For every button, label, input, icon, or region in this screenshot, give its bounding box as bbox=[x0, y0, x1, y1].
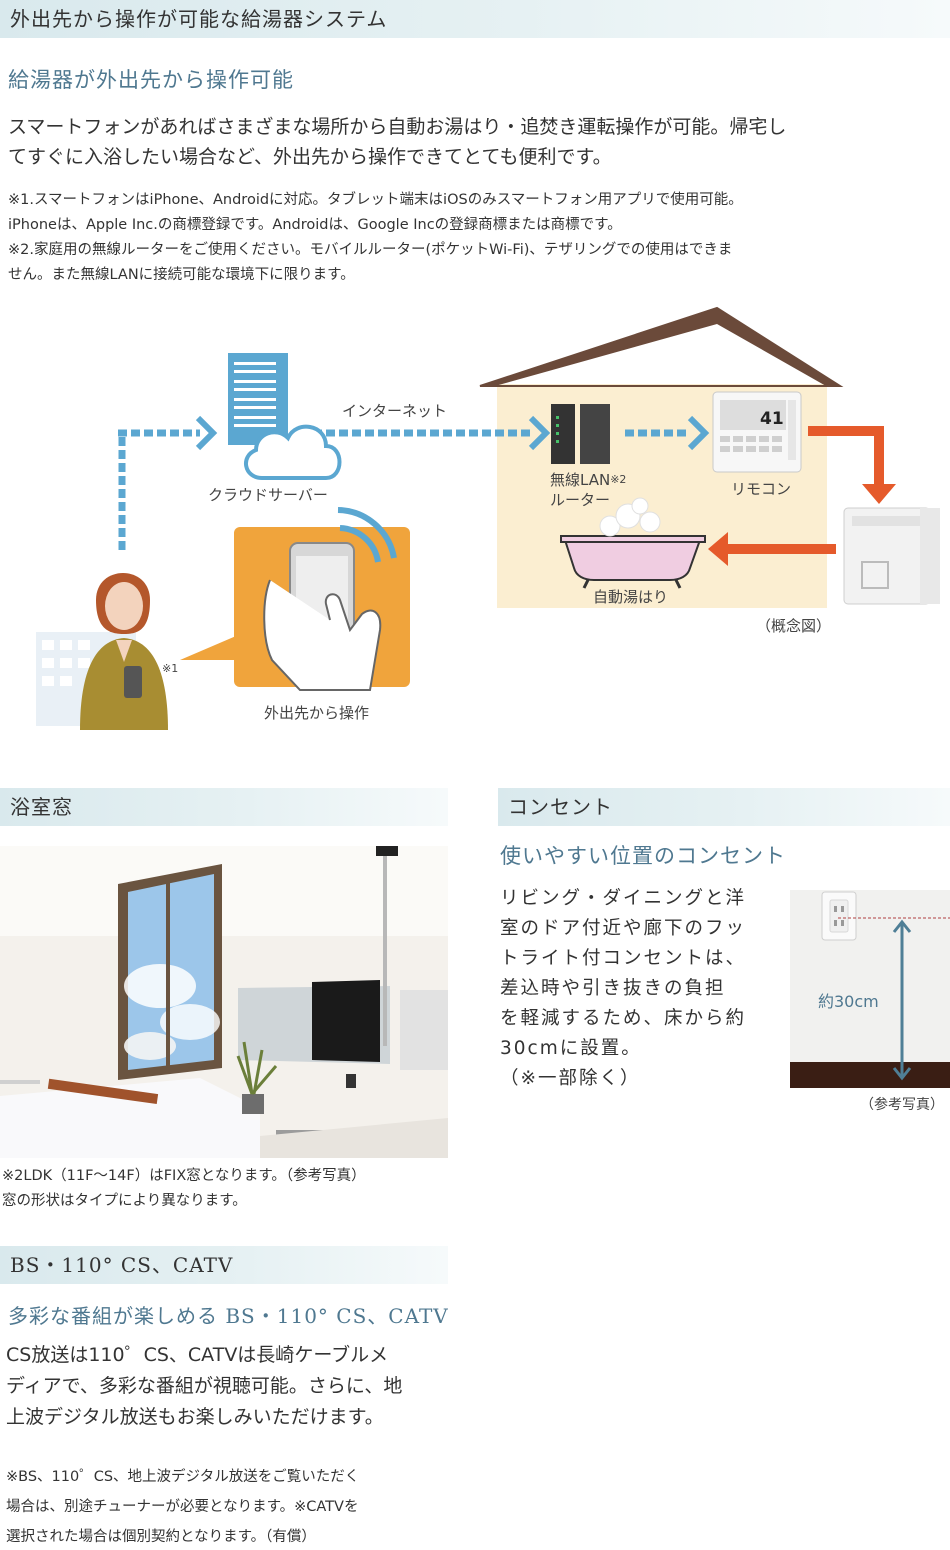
bathtub-icon bbox=[560, 497, 706, 589]
phone-footnote-mark: ※1 bbox=[162, 662, 179, 675]
outlet-photo: 約30cm bbox=[790, 890, 950, 1088]
note-line: せん。また無線LANに接続可能な環境下に限ります。 bbox=[8, 267, 355, 283]
auto-fill-label: 自動湯はり bbox=[593, 588, 669, 606]
description-line: を軽減するため、床から約 bbox=[500, 1008, 747, 1029]
broadcast-notes: ※BS、110゜CS、地上波デジタル放送をご覧いただく 場合は、別途チューナーが… bbox=[6, 1462, 451, 1550]
heater-arrows bbox=[708, 426, 896, 566]
router-label-line1: 無線LAN bbox=[550, 471, 611, 489]
connection-dashes bbox=[118, 429, 690, 550]
caption-line: ※2LDK（11F〜14F）はFIX窓となります。（参考写真） bbox=[2, 1168, 366, 1184]
router-label-line2: ルーター bbox=[550, 491, 611, 509]
note-line: ※1.スマートフォンはiPhone、Androidに対応。タブレット端末はiOS… bbox=[8, 192, 743, 208]
note-line: ※BS、110゜CS、地上波デジタル放送をご覧いただく bbox=[6, 1469, 360, 1485]
section-subtitle-water-heater: 給湯器が外出先から操作可能 bbox=[8, 68, 294, 92]
note-line: ※2.家庭用の無線ルーターをご使用ください。モバイルルーター(ポケットWi-Fi… bbox=[8, 242, 733, 258]
water-heater-unit-icon bbox=[843, 507, 940, 605]
outlet-photo-caption: （参考写真） bbox=[860, 1097, 944, 1113]
cloud-icon bbox=[244, 424, 342, 480]
router-label: 無線LAN※2 ルーター bbox=[550, 470, 626, 510]
description-line: スマートフォンがあればさまざまな場所から自動お湯はり・追焚き運転操作が可能。帰宅… bbox=[8, 116, 787, 138]
router-icon bbox=[551, 404, 610, 464]
section-title-broadcast: BS・110° CS、CATV bbox=[0, 1246, 448, 1284]
system-diagram: 41 bbox=[0, 300, 950, 760]
cloud-server-label: クラウドサーバー bbox=[208, 486, 328, 504]
remote-display-number: 41 bbox=[760, 409, 784, 429]
description-line: 上波デジタル放送もお楽しみいただけます。 bbox=[6, 1406, 384, 1428]
description-line: てすぐに入浴したい場合など、外出先から操作できてとても便利です。 bbox=[8, 146, 612, 168]
section-subtitle-outlet: 使いやすい位置のコンセント bbox=[500, 844, 786, 868]
router-footnote-mark: ※2 bbox=[610, 473, 627, 486]
description-line: （※一部除く） bbox=[500, 1068, 641, 1089]
note-line: 場合は、別途チューナーが必要となります。※CATVを bbox=[6, 1499, 359, 1515]
outlet-description: リビング・ダイニングと洋 室のドア付近や廊下のフッ トライト付コンセントは、 差… bbox=[500, 884, 790, 1094]
water-heater-notes: ※1.スマートフォンはiPhone、Androidに対応。タブレット端末はiOS… bbox=[8, 188, 943, 288]
note-line: iPhoneは、Apple Inc.の商標登録です。Androidは、Googl… bbox=[8, 217, 622, 233]
description-line: トライト付コンセントは、 bbox=[500, 948, 747, 969]
section-title-water-heater: 外出先から操作が可能な給湯器システム bbox=[0, 0, 950, 38]
note-line: 選択された場合は個別契約となります。（有償） bbox=[6, 1529, 316, 1545]
section-subtitle-broadcast: 多彩な番組が楽しめる BS・110° CS、CATV bbox=[8, 1304, 449, 1328]
description-line: 30cmに設置。 bbox=[500, 1038, 642, 1059]
internet-label: インターネット bbox=[342, 402, 448, 420]
description-line: ディアで、多彩な番組が視聴可能。さらに、地 bbox=[6, 1375, 403, 1397]
arrow-head bbox=[528, 415, 551, 451]
arrow-head bbox=[687, 415, 710, 451]
remote-label: リモコン bbox=[731, 480, 792, 498]
bathroom-photo bbox=[0, 846, 448, 1158]
concept-diagram-label: （概念図） bbox=[756, 617, 832, 635]
description-line: 室のドア付近や廊下のフッ bbox=[500, 918, 747, 939]
bathroom-window-caption: ※2LDK（11F〜14F）はFIX窓となります。（参考写真） 窓の形状はタイプ… bbox=[2, 1164, 450, 1214]
caption-line: 窓の形状はタイプにより異なります。 bbox=[2, 1193, 247, 1209]
description-line: 差込時や引き抜きの負担 bbox=[500, 978, 726, 999]
remote-operation-label: 外出先から操作 bbox=[264, 704, 370, 722]
phone-hand-illustration bbox=[180, 507, 410, 691]
remote-icon: 41 bbox=[712, 391, 802, 473]
description-line: CS放送は110゜CS、CATVは長崎ケーブルメ bbox=[6, 1344, 389, 1366]
server-icon bbox=[228, 353, 288, 445]
arrow-head bbox=[195, 415, 218, 451]
description-line: リビング・ダイニングと洋 bbox=[500, 888, 747, 909]
section-title-bathroom-window: 浴室窓 bbox=[0, 788, 448, 826]
person-illustration bbox=[80, 573, 168, 730]
broadcast-description: CS放送は110゜CS、CATVは長崎ケーブルメ ディアで、多彩な番組が視聴可能… bbox=[6, 1340, 451, 1433]
water-heater-description: スマートフォンがあればさまざまな場所から自動お湯はり・追焚き運転操作が可能。帰宅… bbox=[8, 112, 943, 172]
section-title-outlet: コンセント bbox=[498, 788, 950, 826]
height-label: 約30cm bbox=[818, 992, 879, 1011]
